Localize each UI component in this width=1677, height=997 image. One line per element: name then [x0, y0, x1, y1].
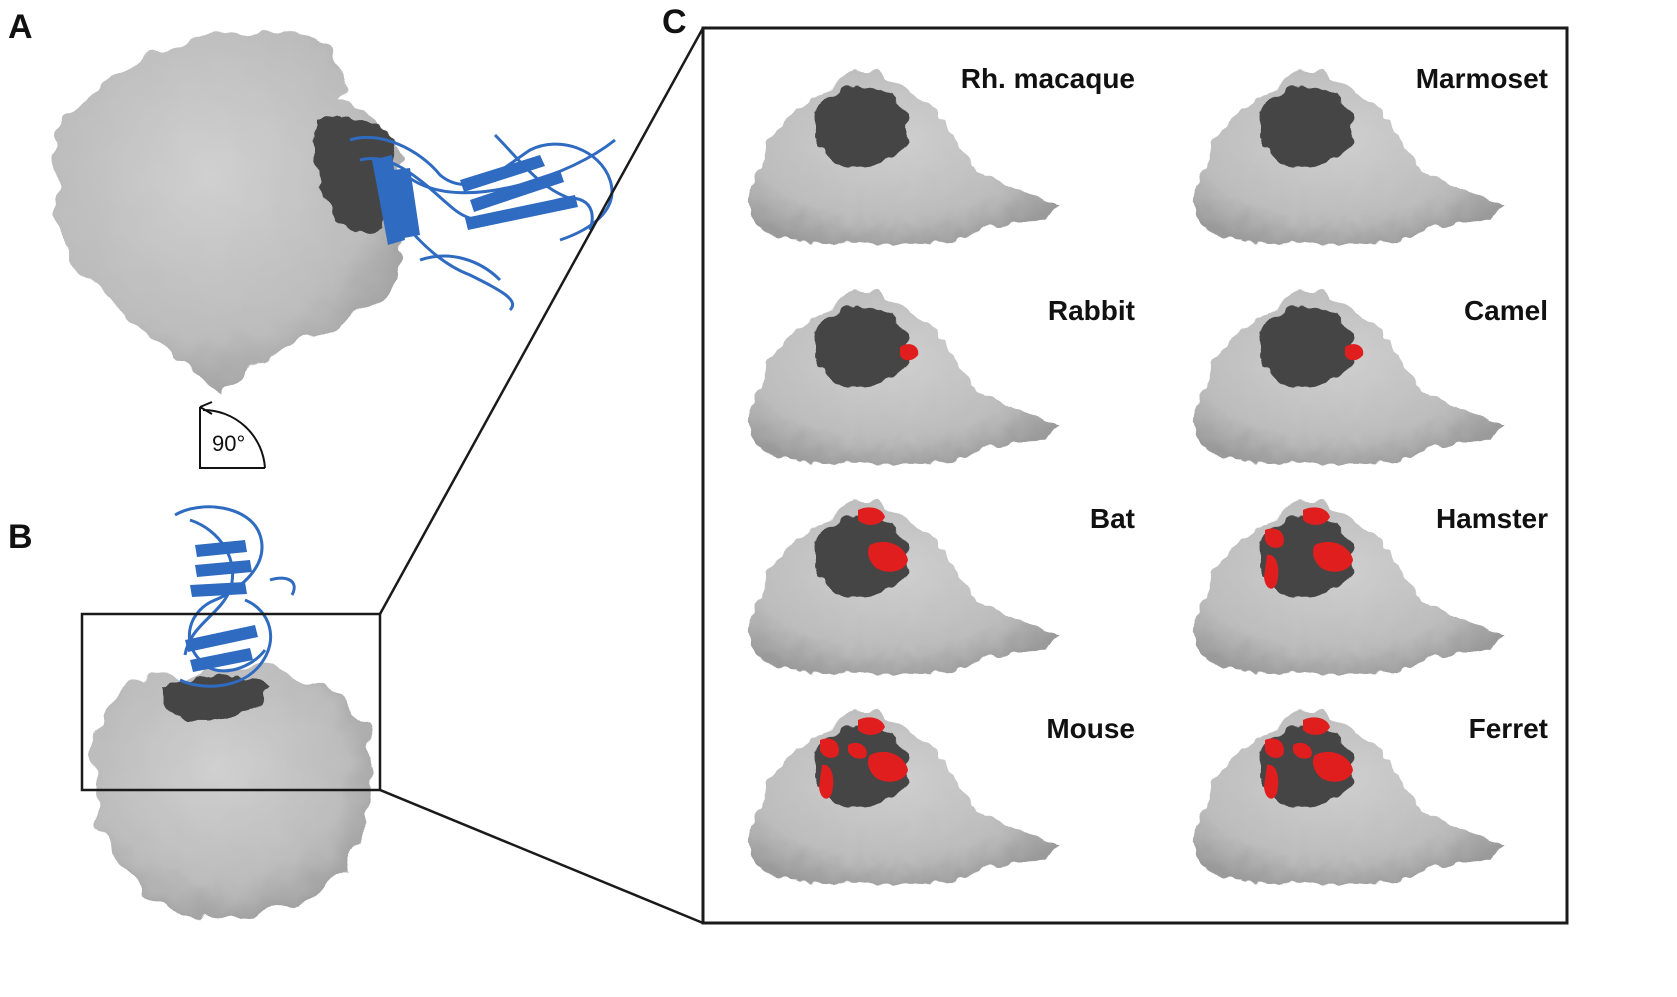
- species-label-rabbit: Rabbit: [1047, 295, 1135, 326]
- connector-top: [378, 27, 705, 615]
- red-patch: [1303, 507, 1330, 525]
- species-label-bat: Bat: [1089, 503, 1135, 534]
- panel-label-b: B: [8, 518, 33, 556]
- red-patch: [1264, 554, 1279, 589]
- zoom-box: [80, 612, 382, 792]
- species-label-rh-macaque: Rh. macaque: [960, 63, 1135, 94]
- red-patch: [1293, 742, 1312, 759]
- rotation-label: 90°: [212, 431, 246, 456]
- red-patch: [1312, 751, 1353, 782]
- panel-a-structure: [53, 29, 616, 390]
- surface-body: [1194, 289, 1505, 464]
- species-label-camel: Camel: [1463, 295, 1548, 326]
- panel-b-structure: [80, 505, 382, 919]
- red-patch: [858, 717, 885, 735]
- surface-b: [93, 669, 373, 919]
- species-surface-camel: [1194, 289, 1505, 464]
- surface-a: [53, 29, 404, 390]
- panel-label-a: A: [8, 8, 33, 46]
- rotation-arrow: [199, 401, 266, 469]
- panel-c-frame: [701, 26, 1569, 925]
- species-grid: [749, 69, 1505, 884]
- species-surface-marmoset: [1194, 69, 1505, 244]
- species-surface-hamster: [1194, 499, 1505, 674]
- red-patch: [820, 738, 839, 758]
- interface-dark-a: [314, 116, 396, 234]
- red-patch: [1312, 541, 1353, 572]
- species-label-mouse: Mouse: [1046, 713, 1135, 744]
- species-surface-bat: [749, 499, 1060, 674]
- red-patch: [1264, 764, 1279, 799]
- species-surface-rh-macaque: [749, 69, 1060, 244]
- red-patch: [900, 344, 919, 361]
- ribbon-b-strands: [185, 540, 258, 672]
- species-surface-ferret: [1194, 709, 1505, 884]
- surface-body: [749, 709, 1060, 884]
- red-patch: [858, 507, 885, 525]
- red-patch: [819, 764, 834, 799]
- red-patch: [1265, 528, 1284, 548]
- surface-body: [749, 289, 1060, 464]
- interface-dark-b: [160, 676, 270, 722]
- surface-body: [1194, 709, 1505, 884]
- species-surface-rabbit: [749, 289, 1060, 464]
- red-patch: [1303, 717, 1330, 735]
- interface-region: [1258, 306, 1354, 387]
- surface-body: [749, 499, 1060, 674]
- interface-region: [813, 306, 909, 387]
- ribbon-a-strands: [372, 155, 578, 245]
- red-patch: [848, 742, 867, 759]
- interface-region: [813, 86, 909, 167]
- panel-label-c: C: [662, 3, 687, 41]
- interface-region: [813, 516, 909, 597]
- red-patch: [867, 541, 908, 572]
- species-label-hamster: Hamster: [1435, 503, 1548, 534]
- species-surface-mouse: [749, 709, 1060, 884]
- species-label-marmoset: Marmoset: [1415, 63, 1548, 94]
- interface-region: [1258, 86, 1354, 167]
- red-patch: [867, 751, 908, 782]
- red-patch: [1265, 738, 1284, 758]
- red-patch: [1345, 344, 1364, 361]
- surface-body: [749, 69, 1060, 244]
- species-label-ferret: Ferret: [1468, 713, 1548, 744]
- surface-body: [1194, 69, 1505, 244]
- connector-bottom: [379, 788, 704, 925]
